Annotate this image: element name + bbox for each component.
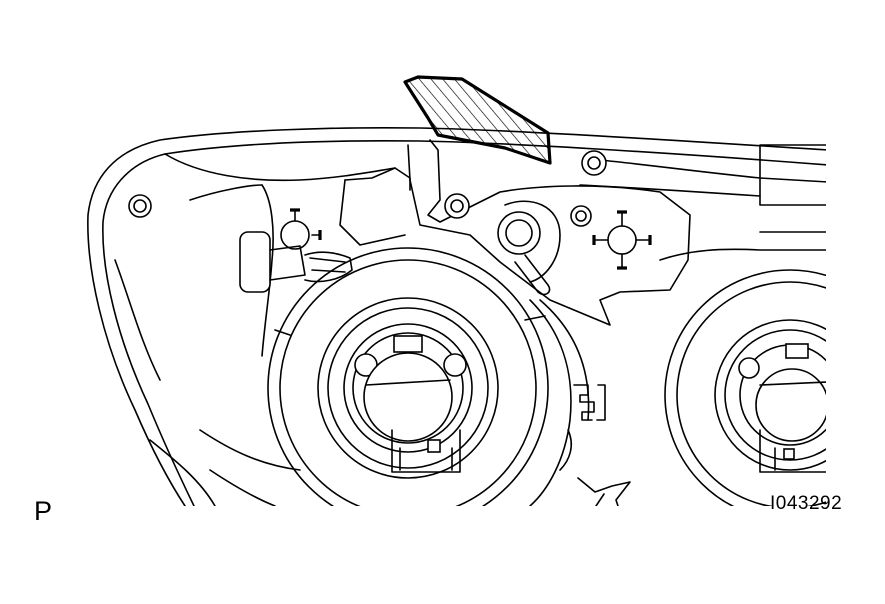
bulb-socket-right: [738, 343, 826, 473]
mounting-hole-left: [128, 194, 152, 218]
mounting-hole-top: [581, 150, 607, 176]
side-socket: [189, 184, 353, 357]
bracket-plate: [339, 139, 691, 326]
high-beam-reflector: [659, 248, 826, 506]
aiming-adjuster-right: [592, 210, 652, 270]
figure-id-label: I043292: [770, 493, 843, 514]
corner-label: P: [34, 496, 53, 526]
housing-outline: [87, 127, 826, 506]
lower-bracket: [577, 477, 631, 506]
wire-clip: [559, 384, 606, 471]
aiming-adjuster-left: [280, 208, 322, 250]
low-beam-reflector: [267, 247, 590, 506]
hatched-tab-highlight: [403, 75, 552, 165]
bulb-socket-left: [354, 335, 467, 473]
